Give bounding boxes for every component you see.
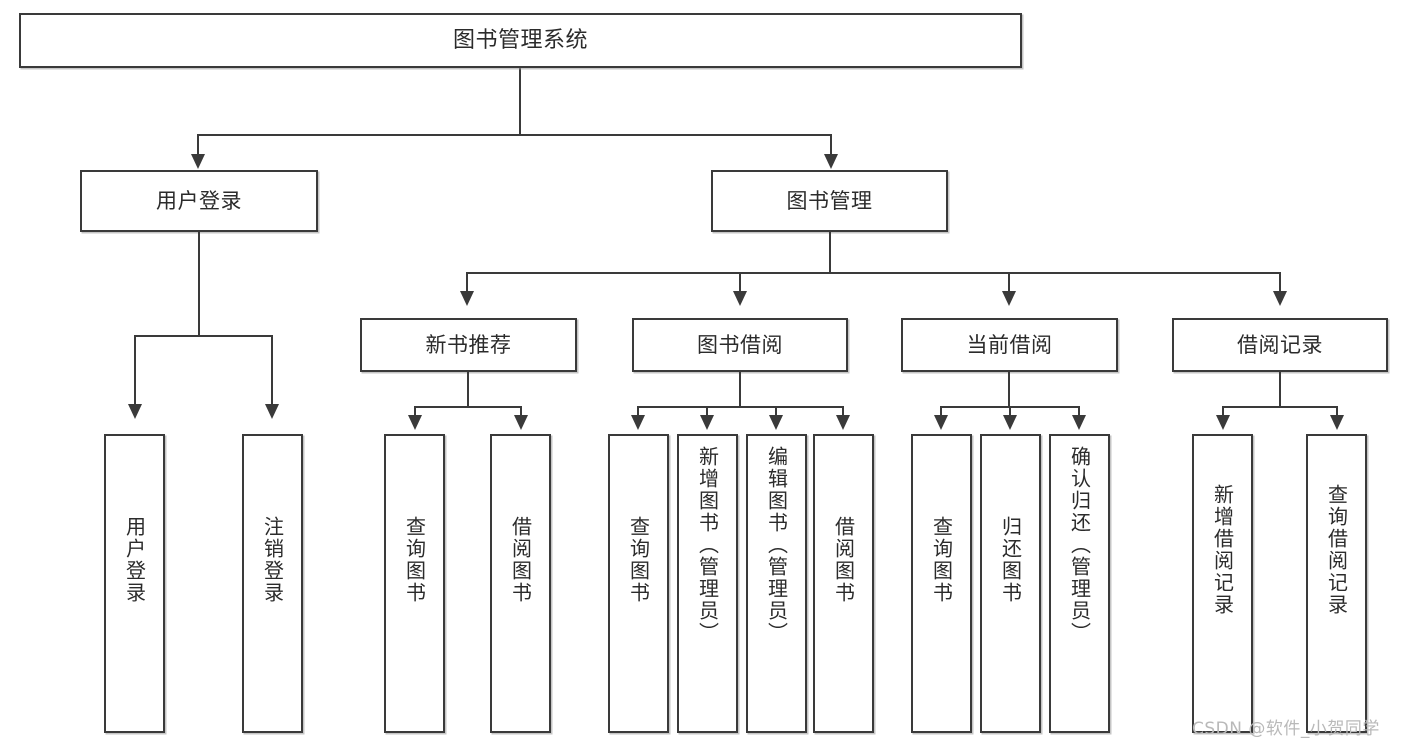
edge-to-book-manage [830,134,832,156]
edge-book-manage-bus [466,272,1280,274]
node-user-login[interactable]: 用户登录 [80,170,318,232]
edge-book-manage-child-2 [739,272,741,294]
leaf-user-login-login[interactable]: 用户登录 [104,434,165,733]
node-label: 确认归还（管理员） [1067,446,1092,644]
edge-current-borrow-child-2 [1009,406,1011,418]
edge-current-borrow-child-1 [940,406,942,418]
arrow-new-book-child-1 [408,415,422,430]
arrow-book-borrow-child-1 [631,415,645,430]
node-label: 借阅图书 [831,516,856,604]
node-label: 查询图书 [929,516,954,604]
leaf-current-borrow-query-book[interactable]: 查询图书 [911,434,972,733]
edge-to-user-login [197,134,199,156]
leaf-current-borrow-return-book[interactable]: 归还图书 [980,434,1041,733]
node-book-management[interactable]: 图书管理 [711,170,948,232]
arrow-book-manage-child-4 [1273,291,1287,306]
edge-new-book-child-2 [520,406,522,418]
leaf-new-book-borrow-book[interactable]: 借阅图书 [490,434,551,733]
arrow-borrow-record-child-2 [1330,415,1344,430]
leaf-book-borrow-edit-book-admin[interactable]: 编辑图书（管理员） [746,434,807,733]
edge-root-stem [519,68,521,135]
edge-book-borrow-bus [637,406,844,408]
node-label: 新增图书（管理员） [695,446,720,644]
edge-book-manage-child-1 [466,272,468,294]
arrow-book-borrow-child-3 [769,415,783,430]
leaf-book-borrow-borrow-book[interactable]: 借阅图书 [813,434,874,733]
edge-user-login-bus [134,335,272,337]
edge-book-manage-child-3 [1008,272,1010,294]
arrow-book-manage-child-3 [1002,291,1016,306]
arrow-user-login-child-2 [265,404,279,419]
arrow-current-borrow-child-2 [1003,415,1017,430]
leaf-borrow-record-add-record[interactable]: 新增借阅记录 [1192,434,1253,733]
node-label: 用户登录 [122,516,147,604]
leaf-book-borrow-add-book-admin[interactable]: 新增图书（管理员） [677,434,738,733]
node-root-book-management-system[interactable]: 图书管理系统 [19,13,1022,68]
node-label: 查询图书 [626,516,651,604]
arrow-book-borrow-child-2 [700,415,714,430]
leaf-user-login-logout[interactable]: 注销登录 [242,434,303,733]
edge-borrow-record-child-2 [1336,406,1338,418]
edge-user-login-stem [198,232,200,336]
edge-book-borrow-child-3 [775,406,777,418]
edge-current-borrow-stem [1008,372,1010,407]
csdn-watermark: CSDN @软件_小贺同学 [1192,719,1380,739]
arrow-new-book-child-2 [514,415,528,430]
arrow-borrow-record-child-1 [1216,415,1230,430]
node-label: 用户登录 [156,188,242,213]
node-label: 当前借阅 [966,332,1053,357]
edge-borrow-record-child-1 [1222,406,1224,418]
edge-new-book-bus [414,406,521,408]
edge-new-book-child-1 [414,406,416,418]
node-label: 查询借阅记录 [1324,484,1349,616]
arrow-current-borrow-child-3 [1072,415,1086,430]
edge-new-book-stem [467,372,469,407]
node-label: 注销登录 [260,516,285,604]
node-label: 新书推荐 [425,332,512,357]
edge-book-manage-child-4 [1279,272,1281,294]
edge-user-login-child-2 [271,335,273,407]
node-book-borrow[interactable]: 图书借阅 [632,318,848,372]
node-label: 新增借阅记录 [1210,484,1235,616]
node-label: 借阅记录 [1237,332,1323,357]
node-borrow-record[interactable]: 借阅记录 [1172,318,1388,372]
arrow-book-manage-child-1 [460,291,474,306]
node-new-book-recommend[interactable]: 新书推荐 [360,318,577,372]
leaf-borrow-record-query-record[interactable]: 查询借阅记录 [1306,434,1367,733]
edge-user-login-child-1 [134,335,136,407]
node-label: 查询图书 [402,516,427,604]
arrow-current-borrow-child-1 [934,415,948,430]
edge-current-borrow-child-3 [1078,406,1080,418]
edge-borrow-record-bus [1222,406,1337,408]
arrow-book-manage-child-2 [733,291,747,306]
node-label: 图书借阅 [697,332,783,357]
edge-borrow-record-stem [1279,372,1281,407]
arrow-to-book-manage [824,154,838,169]
arrow-book-borrow-child-4 [836,415,850,430]
edge-book-borrow-child-2 [706,406,708,418]
edge-root-bus [197,134,832,136]
edge-book-borrow-child-4 [842,406,844,418]
arrow-user-login-child-1 [128,404,142,419]
edge-book-manage-stem [829,232,831,273]
leaf-new-book-query-book[interactable]: 查询图书 [384,434,445,733]
node-label: 归还图书 [998,516,1023,604]
edge-book-borrow-child-1 [637,406,639,418]
node-label: 图书管理系统 [452,27,588,53]
node-label: 编辑图书（管理员） [764,446,789,644]
node-label: 借阅图书 [508,516,533,604]
edge-book-borrow-stem [739,372,741,407]
leaf-current-borrow-confirm-return-admin[interactable]: 确认归还（管理员） [1049,434,1110,733]
leaf-book-borrow-query-book[interactable]: 查询图书 [608,434,669,733]
node-label: 图书管理 [786,188,873,213]
node-current-borrow[interactable]: 当前借阅 [901,318,1118,372]
arrow-to-user-login [191,154,205,169]
